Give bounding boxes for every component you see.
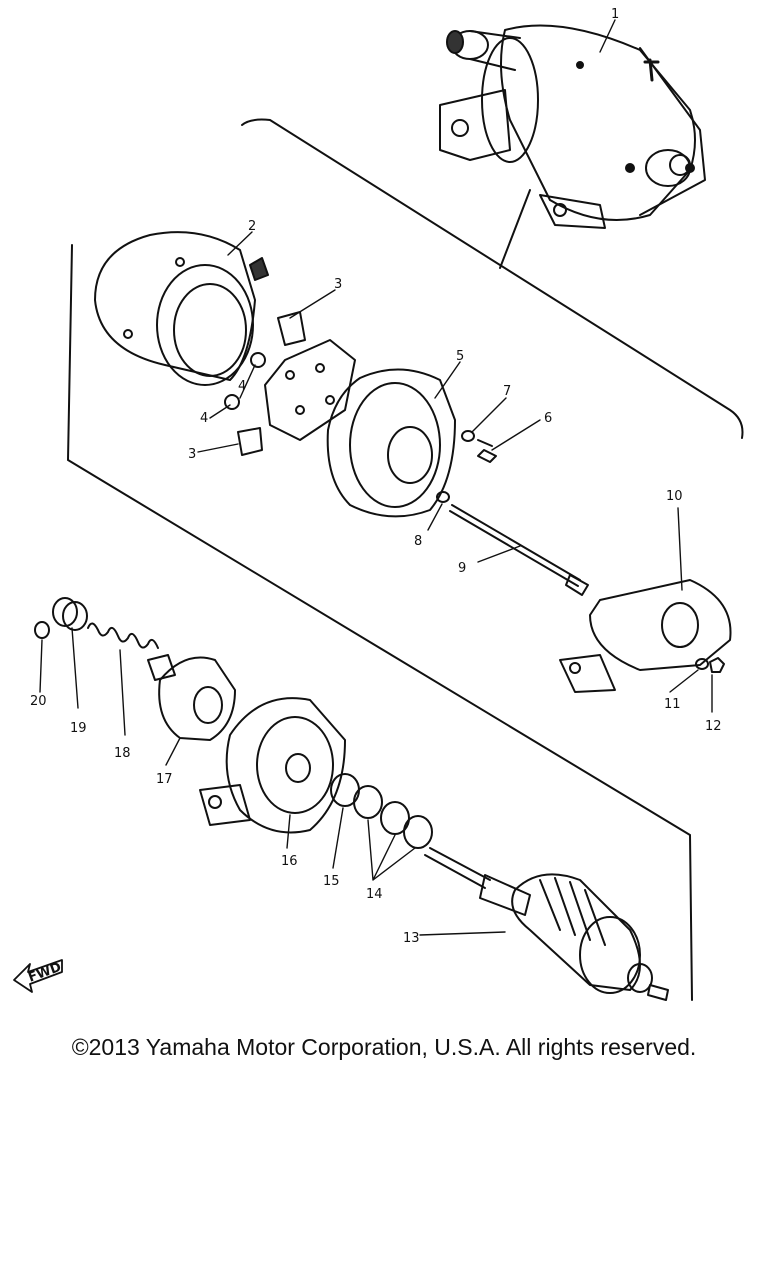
label-part-5: 5: [456, 349, 464, 364]
label-part-3: 3: [334, 277, 342, 292]
leader-1-to-bracket: [499, 189, 531, 269]
washer-8: [436, 491, 450, 503]
assembly-bracket: [241, 118, 744, 439]
brush-lower: [237, 427, 263, 456]
front-cover: [199, 697, 346, 834]
through-bolt: [449, 504, 581, 587]
pinion-clutch: [147, 654, 236, 741]
shim-14b: [380, 801, 410, 835]
starter-motor-assembly: [439, 24, 706, 229]
label-part-15: 15: [323, 874, 340, 889]
exploded-parts-diagram: 1 2 3 3 4 4 5 6 7 8 9 10 11 12 13 14 15 …: [13, 7, 744, 1001]
part-labels: 1 2 3 3 4 4 5 6 7 8 9 10 11 12 13 14 15 …: [26, 7, 721, 986]
shim-14c: [403, 815, 433, 849]
armature: [424, 847, 669, 1001]
yoke-housing: [94, 231, 269, 386]
label-part-12: 12: [705, 719, 722, 734]
label-part-6: 6: [544, 411, 552, 426]
label-part-19: 19: [70, 721, 87, 736]
end-cover: [326, 368, 456, 518]
fwd-arrow-icon: [13, 959, 63, 993]
circlip-20: [34, 621, 50, 639]
label-part-3b: 3: [188, 447, 196, 462]
washer-11: [695, 658, 709, 670]
brush-upper: [277, 311, 306, 346]
fwd-label: FWD: [26, 960, 63, 986]
label-part-1: 1: [611, 7, 619, 22]
label-part-4: 4: [238, 379, 246, 394]
label-part-10: 10: [666, 489, 683, 504]
label-part-16: 16: [281, 854, 298, 869]
label-part-20: 20: [30, 694, 47, 709]
washer-7: [461, 430, 475, 442]
label-part-8: 8: [414, 534, 422, 549]
brush-holder-plate: [264, 339, 356, 441]
label-part-4b: 4: [200, 411, 208, 426]
shim-15: [330, 773, 360, 807]
spring-18: [87, 622, 159, 649]
brush-spring-upper: [250, 352, 266, 368]
collar-19: [52, 597, 88, 631]
screw-6: [477, 439, 497, 463]
label-part-2: 2: [248, 219, 256, 234]
label-part-17: 17: [156, 772, 173, 787]
nut-12: [709, 657, 725, 673]
exploded-boundary: [67, 244, 693, 1001]
label-part-7: 7: [503, 384, 511, 399]
label-part-9: 9: [458, 561, 466, 576]
label-part-13: 13: [403, 931, 420, 946]
copyright-notice: ©2013 Yamaha Motor Corporation, U.S.A. A…: [71, 1034, 697, 1060]
label-part-14: 14: [366, 887, 383, 902]
label-part-18: 18: [114, 746, 131, 761]
brush-spring-lower: [224, 394, 240, 410]
rear-bracket: [559, 579, 732, 693]
label-part-11: 11: [664, 697, 681, 712]
